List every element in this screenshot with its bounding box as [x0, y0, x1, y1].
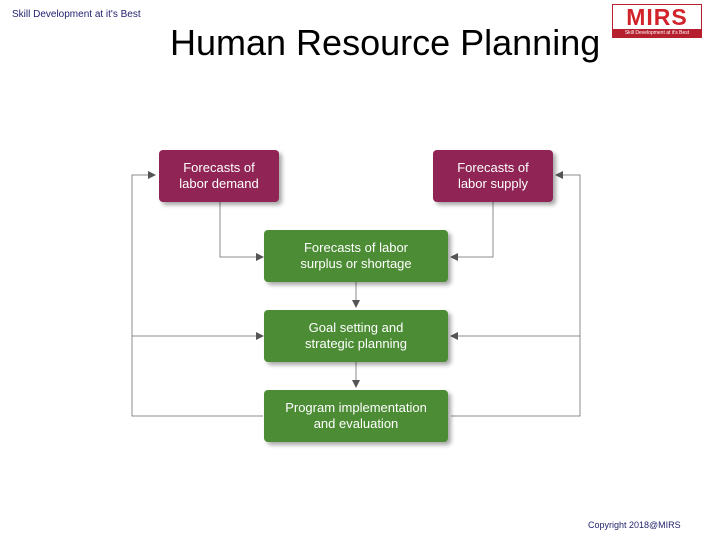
box-program-implementation: Program implementation and evaluation — [264, 390, 448, 442]
connector-demand-to-surplus — [219, 202, 264, 261]
box-labor-supply: Forecasts of labor supply — [433, 150, 553, 202]
logo-subtitle: Skill Development at it's Best — [613, 29, 701, 37]
feedback-right-to-supply — [451, 171, 581, 417]
mirs-logo: MIRS Skill Development at it's Best — [612, 4, 702, 38]
page-title: Human Resource Planning — [170, 22, 601, 63]
connector-supply-to-surplus — [450, 202, 494, 261]
logo-mark: MIRS — [626, 4, 688, 30]
box-surplus-shortage: Forecasts of labor surplus or shortage — [264, 230, 448, 282]
feedback-left-to-demand — [131, 171, 263, 417]
copyright: Copyright 2018@MIRS — [588, 520, 681, 530]
box-labor-demand: Forecasts of labor demand — [159, 150, 279, 202]
box-goal-setting: Goal setting and strategic planning — [264, 310, 448, 362]
tagline: Skill Development at it's Best — [12, 9, 141, 20]
